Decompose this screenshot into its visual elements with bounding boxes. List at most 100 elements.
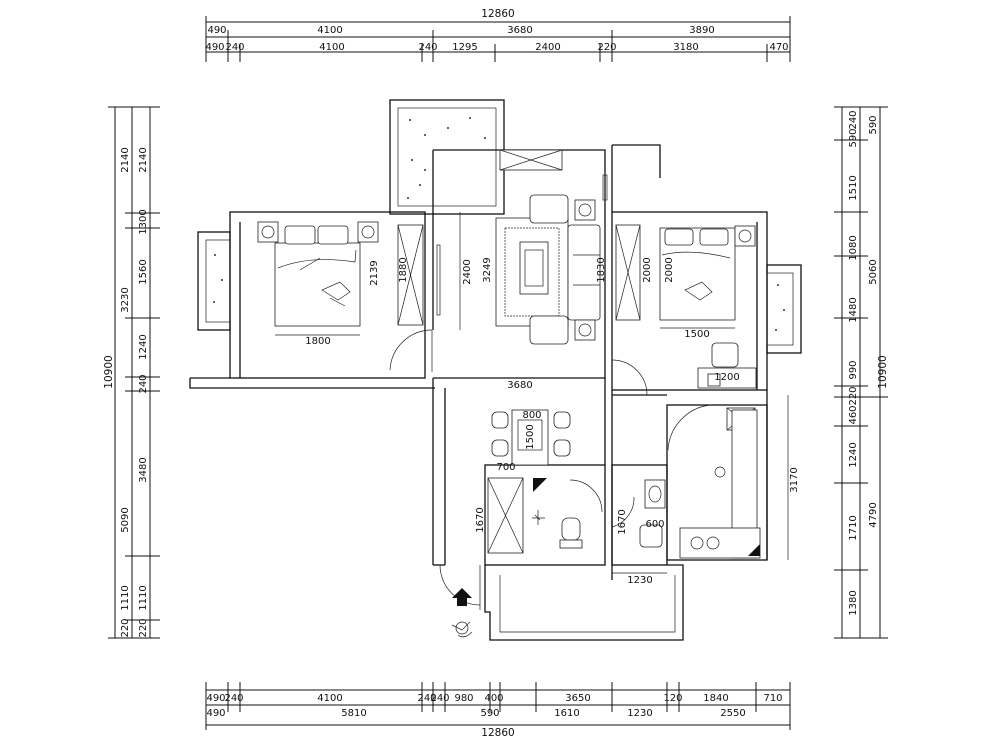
dim-right-r2-8: 1240: [848, 442, 859, 467]
dim-bot-r1-0: 490: [206, 693, 225, 704]
top-balcony-outer: [389, 99, 505, 215]
dim-right-r1-1: 5060: [868, 259, 879, 284]
powder-room-walls: [611, 464, 668, 566]
double-bed-left: [274, 242, 361, 327]
dim-bath-1670b: 1670: [617, 509, 628, 534]
dim-top-r2-8: 470: [769, 42, 788, 53]
dim-bot-r1-8: 120: [663, 693, 682, 704]
dim-bot-r1-1: 240: [224, 693, 243, 704]
dim-bot-r1-10: 710: [763, 693, 782, 704]
dim-left-r2-2: 1560: [138, 259, 149, 284]
armchair-bottom: [529, 315, 569, 345]
dim-bot-r1-7: 3650: [565, 693, 590, 704]
room-dimension-labels: 1800 2139 1880 2400 3249 1830 3680 2000 …: [275, 212, 800, 586]
dim-left-r2-5: 3480: [138, 457, 149, 482]
dim-wardrobe-left: 1880: [398, 257, 409, 282]
dim-right-r1-2: 4790: [868, 502, 879, 527]
dim-living-1830: 1830: [596, 257, 607, 282]
dim-right-r2-3: 1080: [848, 235, 859, 260]
bottom-dimension-lines: 490 240 4100 240 240 980 400 3650 120 18…: [205, 682, 791, 739]
dim-bot-r1-9: 1840: [703, 693, 728, 704]
dim-left-r2-3: 1240: [138, 334, 149, 359]
dim-top-overall: 12860: [481, 8, 514, 20]
planter-pattern: [213, 117, 785, 331]
dim-right-r2-4: 1480: [848, 297, 859, 322]
dim-bot-r1-6: 400: [484, 693, 503, 704]
dim-kitchen-3170: 3170: [789, 467, 800, 492]
dim-balcony-1230: 1230: [627, 575, 652, 586]
dim-top-r1-1: 4100: [317, 25, 342, 36]
dim-right-r2-1: 590: [848, 128, 859, 147]
dim-left-r1-3: 1110: [120, 585, 131, 610]
doors: [389, 329, 711, 610]
dim-left-r2-4: 240: [138, 374, 149, 393]
entry-door: [439, 564, 481, 606]
dim-bot-r2-4: 1230: [627, 708, 652, 719]
dim-bot-r2-2: 590: [480, 708, 499, 719]
entry: [451, 588, 473, 638]
dim-bed-right-width: 1500: [684, 329, 709, 340]
dim-left-r2-1: 1300: [138, 209, 149, 234]
bottom-balcony: [484, 564, 684, 641]
dim-desk-width: 1200: [714, 372, 739, 383]
dim-top-r2-7: 3180: [673, 42, 698, 53]
dim-right-r2-6: 220: [848, 386, 859, 405]
bathroom-fixtures: [487, 477, 666, 554]
dim-bot-r2-1: 5810: [341, 708, 366, 719]
left-bedroom-door: [389, 329, 433, 371]
dim-dining-1500: 1500: [525, 424, 536, 449]
toilet: [561, 517, 581, 541]
dim-left-r2-7: 220: [138, 618, 149, 637]
dim-bot-r1-4: 240: [430, 693, 449, 704]
dim-bot-r1-5: 980: [454, 693, 473, 704]
dim-right-r2-10: 1380: [848, 590, 859, 615]
dim-right-r2-7: 460: [848, 405, 859, 424]
top-dimension-lines: 12860 490 4100 3680 3890 490 240 4100 24…: [205, 8, 791, 62]
dim-bot-overall: 12860: [481, 727, 514, 739]
dim-top-r2-2: 4100: [319, 42, 344, 53]
dim-top-r2-0: 490: [205, 42, 224, 53]
dim-bed-right-2000a: 2000: [642, 257, 653, 282]
dim-top-r1-2: 3680: [507, 25, 532, 36]
washing-machine: [639, 524, 663, 548]
floor-drain: [533, 478, 547, 492]
dim-right-overall: 10900: [877, 355, 889, 388]
dim-bot-r2-5: 2550: [720, 708, 745, 719]
right-bedroom-furniture: [615, 224, 757, 389]
dim-bed-left-width: 1800: [305, 336, 330, 347]
dim-top-r1-3: 3890: [689, 25, 714, 36]
dim-right-r1-0: 590: [868, 115, 879, 134]
dim-right-r2-9: 1710: [848, 515, 859, 540]
dim-bot-r2-3: 1610: [554, 708, 579, 719]
dim-living-width: 3680: [507, 380, 532, 391]
bathroom-door: [569, 479, 603, 513]
stove-counter: [679, 527, 761, 559]
dim-bath-1670a: 1670: [475, 507, 486, 532]
dim-top-r2-6: 220: [597, 42, 616, 53]
dim-top-r2-1: 240: [225, 42, 244, 53]
top-balcony-inner: [397, 107, 497, 207]
dim-top-r2-4: 1295: [452, 42, 477, 53]
dining-furniture: [491, 409, 571, 466]
armchair-top: [529, 194, 569, 224]
powder-door: [611, 496, 635, 528]
dim-left-r1-2: 5090: [120, 507, 131, 532]
left-bay-window: [197, 231, 231, 331]
dim-top-r2-5: 2400: [535, 42, 560, 53]
dim-left-r2-0: 2140: [138, 147, 149, 172]
right-bedroom-door: [611, 359, 648, 396]
entry-arrow-icon: [452, 588, 472, 606]
dim-right-r2-5: 990: [848, 360, 859, 379]
dim-basin-600: 600: [645, 519, 664, 530]
dim-bed-right-2000b: 2000: [664, 257, 675, 282]
dim-bot-r1-3: 240: [417, 693, 436, 704]
kitchen-fixtures: [679, 407, 761, 559]
dim-left-r1-1: 3230: [120, 287, 131, 312]
dim-dining-800: 800: [522, 410, 541, 421]
dim-bot-r1-2: 4100: [317, 693, 342, 704]
kitchen-door: [667, 404, 711, 451]
left-dimension-lines: 2140 3230 5090 1110 220 2140 1300 1560 1…: [103, 106, 160, 639]
dim-top-r2-3: 240: [418, 42, 437, 53]
